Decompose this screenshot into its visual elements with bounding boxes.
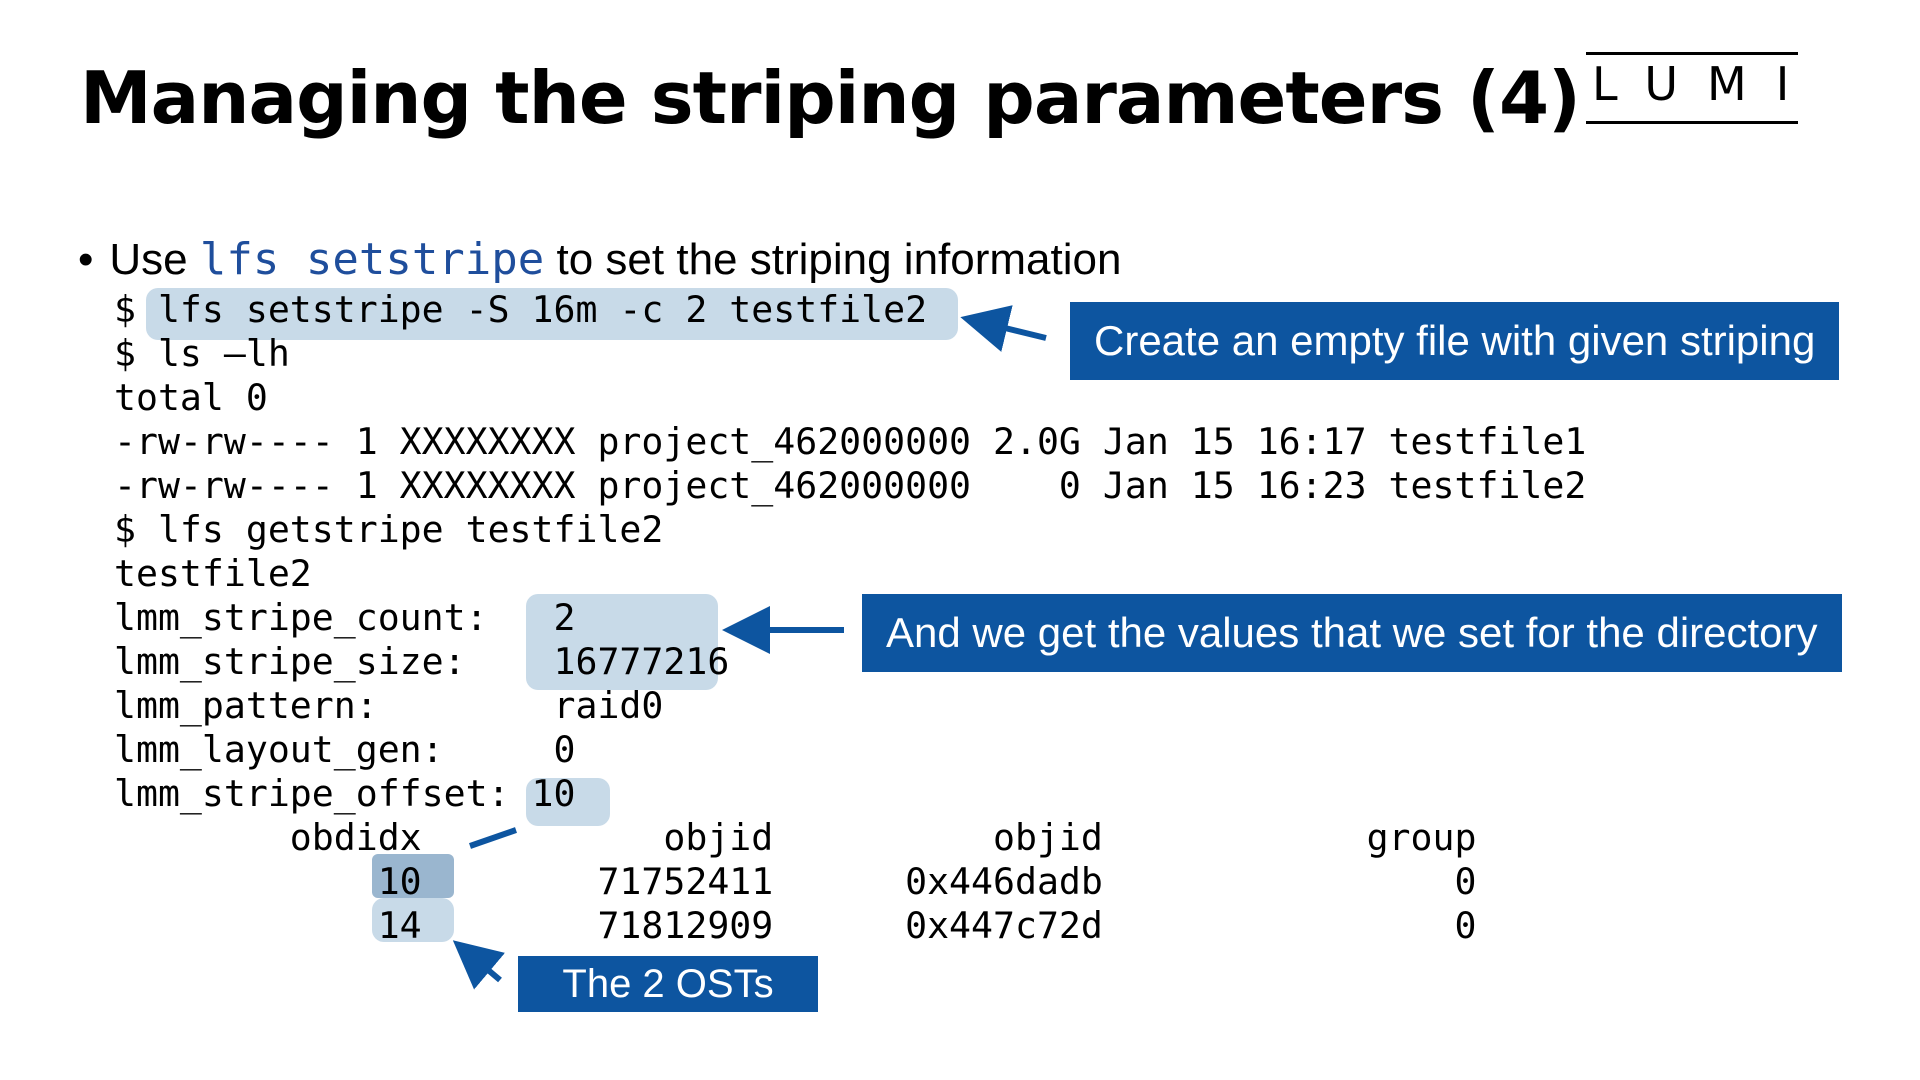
highlight-obdidx-10 [372,854,454,898]
terminal-line: total 0 [114,376,268,419]
terminal-line: 10 71752411 0x446dadb 0 [114,860,1477,903]
terminal-line: lmm_pattern: raid0 [114,684,664,727]
arrow-to-osts [452,940,505,990]
terminal-line: -rw-rw---- 1 XXXXXXXX project_462000000 … [114,464,1587,507]
terminal-line: testfile2 [114,552,312,595]
logo-text: LUMI [1592,57,1819,111]
terminal-line: lmm_stripe_count: 2 [114,596,576,639]
terminal-line: $ lfs getstripe testfile2 [114,508,664,551]
highlight-setstripe-command [146,288,958,340]
lumi-logo: LUMI [1586,52,1798,124]
bullet-suffix: to set the striping information [556,235,1122,284]
bullet-point: • Use lfs setstripe to set the striping i… [78,234,1121,285]
terminal-line: obdidx objid objid group [114,816,1477,859]
terminal-line: 14 71812909 0x447c72d 0 [114,904,1477,947]
highlight-stripe-values [526,594,718,690]
callout-create-file: Create an empty file with given striping [1070,302,1840,380]
terminal-line: $ ls –lh [114,332,290,375]
callout-values-directory: And we get the values that we set for th… [862,594,1842,672]
bullet-dot: • [78,235,94,284]
bullet-command: lfs setstripe [199,234,545,285]
terminal-line: -rw-rw---- 1 XXXXXXXX project_462000000 … [114,420,1587,463]
terminal-line: lmm_stripe_offset: 10 [114,772,576,815]
callout-osts: The 2 OSTs [518,956,818,1012]
bullet-prefix: Use [109,235,188,284]
terminal-line: lmm_layout_gen: 0 [114,728,576,771]
slide-title: Managing the striping parameters (4) [80,56,1581,140]
terminal-line: $ lfs setstripe -S 16m -c 2 testfile2 [114,288,928,331]
terminal-line: lmm_stripe_size: 16777216 [114,640,730,683]
highlight-obdidx-14 [372,898,454,942]
arrow-to-setstripe [960,305,1047,352]
highlight-stripe-offset [526,778,610,826]
